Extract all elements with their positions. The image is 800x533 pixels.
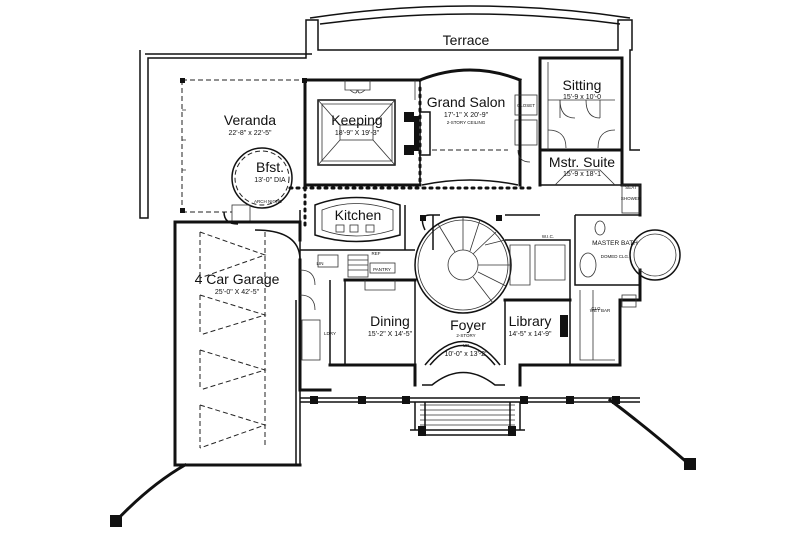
kitchen-island — [299, 196, 415, 278]
master-bath — [574, 214, 681, 361]
grand-salon-label: Grand Salon — [427, 94, 506, 110]
dining-room — [329, 278, 417, 365]
library-label: Library — [509, 313, 552, 329]
sitting-dim: 15'-9 x 10'-0 — [563, 94, 601, 101]
linen-note: LIN — [316, 261, 323, 266]
terrace-label: Terrace — [443, 32, 490, 48]
kitchen-label: Kitchen — [335, 207, 382, 223]
front-porch — [300, 396, 640, 436]
master-wing — [514, 62, 641, 214]
clg-note: CLG — [591, 306, 601, 311]
shower-note: SHOWER — [621, 196, 642, 201]
sitting-label: Sitting — [563, 77, 602, 93]
foyer-stair — [414, 214, 512, 386]
seat-note: SEAT — [625, 185, 637, 190]
terrace-outline — [139, 5, 640, 219]
garage-dim: 25'-0" X 42'-5" — [215, 289, 260, 296]
keeping-label: Keeping — [331, 112, 382, 128]
closet-note: CLOSET — [517, 103, 535, 108]
small-notes: ARCH NICHE PANTRY UP W.I.C. SEAT SHOWER … — [254, 103, 642, 348]
garage-label: 4 Car Garage — [195, 271, 280, 287]
foyer-note: 2-STORY — [456, 333, 475, 338]
master-bath-note: DOMED CLG. — [601, 254, 630, 259]
arch-niche-note: ARCH NICHE — [254, 199, 282, 204]
master-bath-label: MASTER BATH — [592, 240, 638, 247]
grand-salon-note: 2-STORY CEILING — [447, 120, 486, 125]
room-labels: Terrace Veranda 22'-8" x 22'-5" Keeping … — [195, 32, 639, 358]
laundry-note: LDRY — [324, 331, 336, 336]
mstr-suite-label: Mstr. Suite — [549, 154, 615, 170]
library-room — [503, 214, 572, 365]
dining-label: Dining — [370, 313, 410, 329]
site-walls — [110, 397, 696, 527]
pantry-note: PANTRY — [373, 267, 391, 272]
bfst-label: Bfst. — [256, 159, 284, 175]
keeping-dim: 18'-9" X 19'-3" — [335, 130, 380, 137]
ref-note: REF — [372, 251, 381, 256]
library-dim: 14'-5" x 14'-9" — [508, 331, 552, 338]
wic-note: W.I.C. — [542, 234, 554, 239]
veranda-label: Veranda — [224, 112, 276, 128]
breakfast-nook — [223, 147, 293, 225]
foyer-dim: 10'-0" x 13'-2" — [444, 351, 488, 358]
garage — [173, 220, 321, 467]
keeping-room — [303, 80, 422, 187]
wet-bar-note: WET BAR — [590, 308, 611, 313]
beam-lines — [288, 86, 532, 232]
fireplace — [404, 111, 431, 156]
grand-salon-dim: 17'-1" X 20'-9" — [444, 112, 489, 119]
veranda-dim: 22'-8" x 22'-5" — [228, 130, 272, 137]
bfst-dim: 13'-0" DIA — [254, 177, 286, 184]
dining-dim: 15'-2" X 14'-5" — [368, 331, 413, 338]
mstr-suite-dim: 15'-9 x 18'-1 — [563, 171, 601, 178]
up-note: UP — [463, 343, 469, 348]
foyer-label: Foyer — [450, 317, 486, 333]
